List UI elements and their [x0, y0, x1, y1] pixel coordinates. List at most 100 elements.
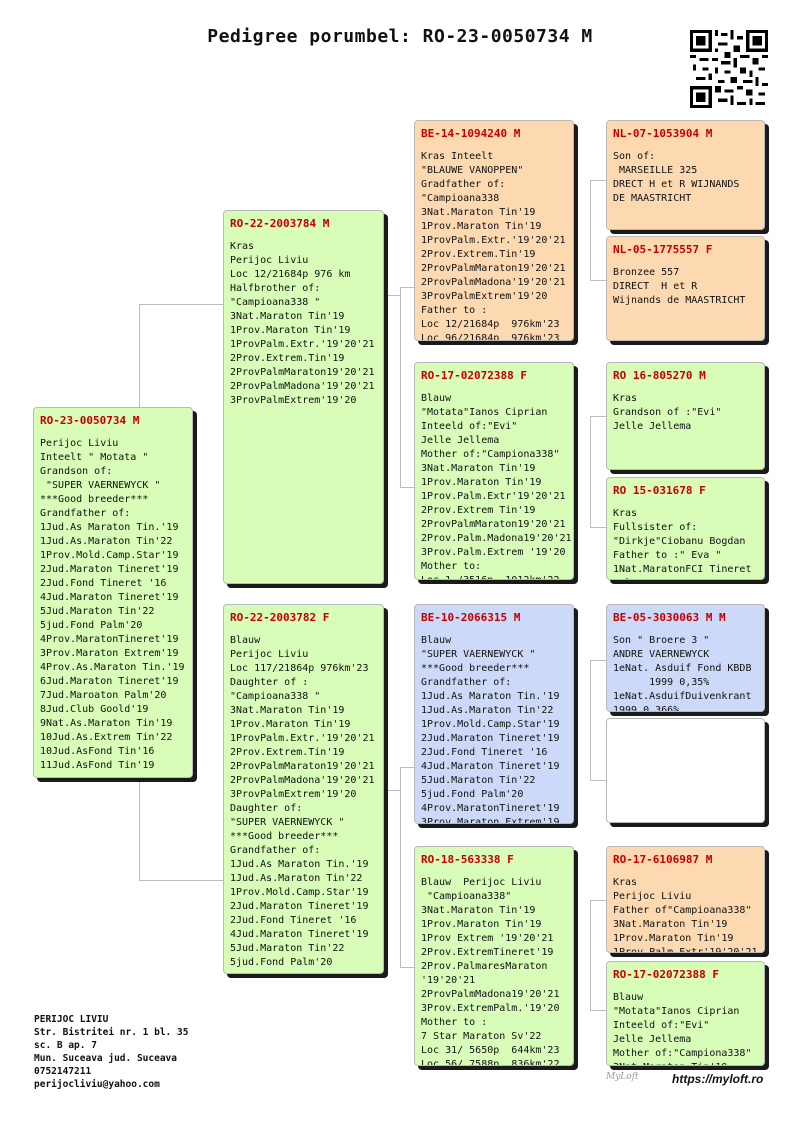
pedigree-line: 10Jud.AsFond Tin'16 [40, 746, 155, 757]
owner-email[interactable]: perijocliviu@yahoo.com [34, 1079, 160, 1090]
pedigree-line: ***Good breeder*** [230, 831, 339, 842]
pedigree-line: 2Prov.Extrem.Tin'19 [230, 353, 345, 364]
pedigree-line: "Campioana338" [421, 891, 512, 902]
ring-number: RO-23-0050734 M [40, 414, 140, 427]
pedigree-line: 2Prov.ExtremTineret'19 [421, 947, 554, 958]
pedigree-line: 4Jud.Maraton Tineret'19 [421, 761, 560, 772]
pedigree-line: 5jud.Fond Palm'20 [230, 957, 333, 968]
owner-city: Mun. Suceava jud. Suceava [34, 1053, 177, 1064]
footer-url-link[interactable]: https://myloft.ro [672, 1072, 764, 1086]
connector [400, 287, 414, 288]
myloft-logo: MyLoft [606, 1072, 639, 1082]
pedigree-line: Daughter of : [230, 677, 309, 688]
connector [139, 778, 140, 880]
ring-number: RO-17-6106987 M [613, 853, 713, 866]
pedigree-line: Perijoc Liviu [230, 649, 309, 660]
pedigree-line: ***Good breeder*** [421, 663, 530, 674]
ring-number: RO 16-805270 M [613, 369, 706, 382]
connector [590, 527, 606, 528]
pedigree-line: 1eNat. Asduif Fond KBDB [613, 663, 752, 674]
pedigree-line: 1Prov.Palm.Extr'19'20'21 [613, 947, 758, 953]
pedigree-line: Grandfather of: [230, 845, 321, 856]
pedigree-line: 1Prov.Maraton Tin'19 [421, 477, 542, 488]
pedigree-line: 2ProvPalmMaraton19'20'21 [230, 367, 375, 378]
pedigree-line: 2Jud.Fond Tineret '16 [40, 578, 167, 589]
pedigree-line: 5jud.Fond Palm'20 [40, 620, 143, 631]
pedigree-line: 1Prov.Maraton Tin'19 [230, 325, 351, 336]
pedigree-line: Perijoc Liviu [40, 438, 119, 449]
pedigree-line: Loc 96/21684p 976km'23 [421, 333, 560, 341]
connector [400, 767, 414, 768]
pedigree-line: Palmares 2017 [613, 577, 758, 579]
owner-info: PERIJOC LIVIU Str. Bistritei nr. 1 bl. 3… [34, 1013, 188, 1091]
pedigree-line: 3Prov.Maraton Extrem'19 [40, 648, 179, 659]
pedigree-line: Bronzee 557 [613, 267, 680, 278]
pedigree-line: ***Good breeder*** [40, 494, 149, 505]
pedigree-line: Loc 31/ 5650p 644km'23 [421, 1045, 560, 1056]
pedigree-line: Loc 12/21684p 976km'23 [421, 319, 560, 330]
pedigree-line: 3Nat.Maraton Tin'19 [421, 463, 536, 474]
pedigree-line: 1Prov.Maraton Tin'19 [613, 933, 734, 944]
pedigree-line: 8Jud.Club Goold'19 [40, 704, 149, 715]
pedigree-line: 2Jud.Maraton Tineret'19 [421, 733, 560, 744]
connector [139, 304, 140, 407]
pedigree-line: 3Prov.Maraton Extrem'19 [421, 817, 560, 824]
dam-sire-dam-card[interactable] [606, 718, 765, 823]
pedigree-line: 3Nat.Maraton Tin'19 [613, 919, 728, 930]
pedigree-line: 5Jud.Maraton Tin'22 [230, 943, 345, 954]
pedigree-line: Son of: [613, 151, 656, 162]
connector [400, 767, 401, 967]
pedigree-line: 1Prov.Maraton Tin'19 [230, 719, 351, 730]
pedigree-line: 4Jud.Maraton Tineret'19 [230, 929, 369, 940]
connector [590, 1010, 606, 1011]
pedigree-line: 1Jud.As.Maraton Tin'22 [230, 873, 363, 884]
pedigree-line: 2Prov.Palm.Madona19'20'21 [421, 533, 572, 544]
connector [590, 180, 591, 280]
pedigree-line: 1Jud.As Maraton Tin.'19 [230, 859, 369, 870]
pedigree-line: 1ProvPalm.Extr.'19'20'21 [230, 339, 375, 350]
pedigree-line: Perijoc Liviu [613, 891, 692, 902]
connector [139, 880, 223, 881]
pedigree-line: 2Jud.Maraton Tineret'19 [40, 564, 179, 575]
pedigree-line: Grandfather of: [40, 508, 131, 519]
pedigree-line: 5jud.Fond Palm'20 [421, 789, 524, 800]
pedigree-line: 6Jud.Maraton Tineret'19 [40, 676, 179, 687]
pedigree-line: Mother of:"Campiona338" [421, 449, 560, 460]
pedigree-line: 5Jud.Maraton Tin'22 [421, 775, 536, 786]
pedigree-line: 1999 0,366% [613, 705, 680, 712]
ring-number: BE-05-3030063 M M [613, 611, 726, 624]
pedigree-line: Father to :" Eva " [613, 550, 722, 561]
pedigree-line: 1Jud.As.Maraton Tin'22 [421, 705, 554, 716]
connector [384, 295, 400, 296]
pedigree-line: 2Jud.Fond Tineret '16 [230, 915, 357, 926]
pedigree-line: Grandson of :"Evi" [613, 407, 722, 418]
pedigree-line: 3Nat.Maraton Tin'19 [230, 311, 345, 322]
pedigree-line: Kras [230, 241, 255, 252]
pedigree-line: Blauw Perijoc Liviu [421, 877, 542, 888]
pedigree-line: Inteeld of:"Evi" [613, 1020, 710, 1031]
pedigree-line: 7 Star Maraton Sv'22 [421, 1031, 542, 1042]
pedigree-line: 1Jud.As.Maraton Tin'22 [40, 536, 173, 547]
connector [590, 900, 606, 901]
pedigree-line: 2Jud.Maraton Tineret'19 [230, 901, 369, 912]
owner-name: PERIJOC LIVIU [34, 1014, 109, 1025]
connector [384, 790, 400, 791]
pedigree-line: 1Jud.As Maraton Tin.'19 [40, 522, 179, 533]
pedigree-line: Mother to: [421, 561, 482, 572]
pedigree-line: Mother of:"Campiona338" [613, 1048, 752, 1059]
connector [400, 967, 414, 968]
